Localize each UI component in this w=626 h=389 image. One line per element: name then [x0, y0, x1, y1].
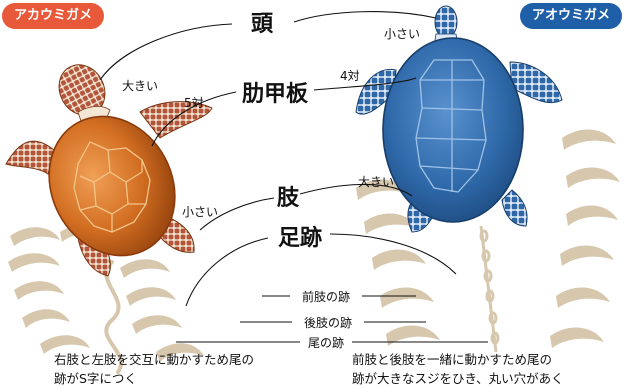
loggerhead-badge: アカウミガメ — [2, 3, 105, 29]
leader-tracks-left — [185, 237, 269, 307]
green-track-mark — [372, 249, 426, 270]
green-track-mark — [560, 245, 614, 266]
green-track-mark — [562, 129, 616, 150]
green-track-mark — [386, 325, 440, 346]
green-tracks — [356, 129, 620, 348]
green-track-mark — [550, 327, 604, 348]
green-scute-lines — [415, 59, 487, 193]
green-turtle-badge: アオウミガメ — [519, 3, 622, 29]
caption-loggerhead-line2: 跡がS字につく — [54, 371, 137, 386]
loggerhead-track-mark — [22, 309, 70, 328]
leader-limb-right — [299, 183, 413, 197]
loggerhead-turtle — [5, 64, 213, 277]
tail-hole — [488, 311, 498, 325]
labels: 頭 肋甲板 肢 足跡 前肢の跡 後肢の跡 尾の跡 大きい 5対 小さい 小さい … — [54, 12, 564, 386]
note-green-carapace: 4対 — [340, 69, 360, 83]
caption-loggerhead-line1: 右肢と左肢を交互に動かすため尾の — [54, 352, 254, 367]
leader-carapace-right — [313, 77, 417, 91]
note-green-limb: 大きい — [358, 175, 394, 189]
green-track-mark — [364, 213, 418, 234]
leader-limb-left — [199, 197, 275, 231]
leader-head-left — [99, 23, 233, 81]
green-head — [434, 5, 458, 39]
tail-hole — [490, 331, 500, 345]
loggerhead-track-mark — [156, 343, 204, 362]
loggerhead-track-mark — [120, 259, 170, 278]
loggerhead-track-mark — [10, 227, 60, 246]
loggerhead-scute-lines — [73, 141, 151, 233]
loggerhead-carapace — [48, 115, 176, 257]
loggerhead-track-mark — [14, 281, 64, 300]
tail-hole — [479, 229, 489, 243]
loggerhead-track-mark — [8, 253, 60, 272]
label-tail-track: 尾の跡 — [308, 335, 344, 350]
label-front-track: 前肢の跡 — [302, 289, 350, 304]
green-track-mark — [566, 167, 620, 188]
green-track-mark — [566, 205, 618, 226]
leader-lines — [99, 11, 488, 343]
tail-hole — [483, 269, 493, 283]
loggerhead-track-mark — [40, 335, 90, 354]
tail-hole — [485, 289, 495, 303]
leader-carapace-left — [151, 91, 237, 147]
caption-green-line2: 跡が大きなスジをひき、丸い穴があく — [352, 371, 564, 386]
note-loggerhead-limb: 小さい — [182, 205, 218, 219]
leader-tracks-right — [329, 233, 457, 275]
green-track-mark — [380, 287, 434, 308]
label-tracks: 足跡 — [278, 225, 322, 251]
caption-green-line1: 前肢と後肢を一緒に動かすため尾の — [352, 352, 552, 367]
green-front-flipper-right — [509, 61, 563, 104]
loggerhead-tail-trail — [104, 260, 123, 374]
green-track-mark — [556, 287, 610, 308]
note-loggerhead-head: 大きい — [122, 79, 158, 93]
loggerhead-front-flipper-right — [139, 101, 213, 139]
note-green-head: 小さい — [384, 27, 420, 41]
green-carapace — [382, 37, 524, 223]
leader-head-right — [293, 11, 437, 23]
green-turtle — [355, 5, 563, 233]
green-tail-trail — [479, 225, 500, 353]
loggerhead-track-mark — [132, 315, 182, 334]
tail-hole — [481, 249, 491, 263]
loggerhead-front-flipper-left — [5, 140, 55, 175]
green-hind-flipper-right — [501, 189, 528, 227]
loggerhead-tracks — [8, 225, 204, 362]
label-head: 頭 — [251, 12, 274, 37]
label-hind-track: 後肢の跡 — [304, 315, 352, 330]
label-limb: 肢 — [277, 186, 300, 211]
label-carapace: 肋甲板 — [242, 82, 309, 107]
note-loggerhead-carapace: 5対 — [184, 96, 204, 110]
loggerhead-track-mark — [126, 287, 176, 306]
